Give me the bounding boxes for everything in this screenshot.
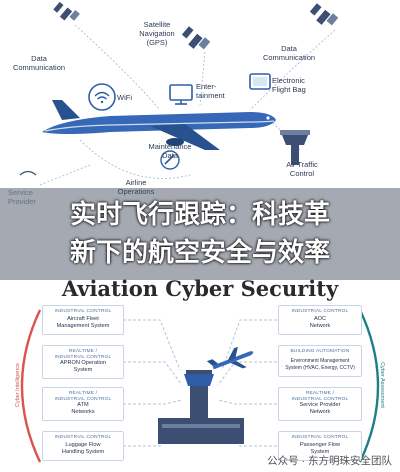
watermark: 公众号 · 东方明珠安全团队 [267, 455, 392, 467]
box-name: AOC Network [309, 316, 331, 329]
atm-networks-box: REALTIME / INDUSTRIAL CONTROL ATM Networ… [42, 387, 124, 421]
box-category-tag: INDUSTRIAL CONTROL [54, 435, 112, 440]
title-banner [0, 188, 400, 280]
satellite-navigation-label: Satellite Navigation (GPS) [139, 20, 175, 47]
connectivity-illustration [19, 1, 339, 186]
box-category-tag: REALTIME / INDUSTRIAL CONTROL [291, 391, 349, 402]
section-title: Aviation Cyber Security [61, 276, 339, 301]
service-provider-label: Service Provider [8, 188, 36, 206]
box-name: Aircraft Fleet Management System [56, 316, 110, 329]
banner-title: 实时飞行跟踪：科技革 新下的航空安全与效率 [0, 196, 400, 272]
box-category-tag: BUILDING AUTOMATION [290, 349, 350, 354]
service-provider-network-box: REALTIME / INDUSTRIAL CONTROL Service Pr… [278, 387, 362, 421]
apron-operation-system-box: REALTIME / INDUSTRIAL CONTROL APRON Oper… [42, 345, 124, 379]
entertainment-label: Enter- tainment [196, 82, 225, 100]
data-communication-left-label: Data Communication [12, 54, 66, 72]
box-name: Luggage Flow Handling System [61, 442, 105, 455]
banner-title-line-2: 新下的航空安全与效率 [69, 238, 330, 268]
box-name: APRON Operation System [59, 360, 106, 373]
maintenance-data-label: Maintenance Data [148, 142, 192, 160]
box-category-tag: INDUSTRIAL CONTROL [291, 309, 349, 314]
box-name: Service Provider Network [299, 402, 341, 415]
data-communication-right-label: Data Communication [262, 44, 316, 62]
airline-operations-label: Airline Operations [117, 178, 155, 196]
cyber-intelligence-label: Cyber Intelligence [15, 362, 21, 408]
box-name: Environment Management System (HVAC, Ene… [285, 358, 355, 371]
aircraft-fleet-management-box: INDUSTRIAL CONTROL Aircraft Fleet Manage… [42, 305, 124, 335]
box-name: ATM Networks [71, 402, 95, 415]
network-diagram [20, 309, 380, 463]
box-category-tag: INDUSTRIAL CONTROL [291, 435, 349, 440]
airport-illustration [158, 346, 254, 444]
aoc-network-box: INDUSTRIAL CONTROL AOC Network [278, 305, 362, 335]
airplane-icon [42, 100, 276, 150]
satellite-icon-left [53, 1, 80, 21]
box-name: Passenger Flow System [299, 442, 341, 455]
environment-management-box: BUILDING AUTOMATION Environment Manageme… [278, 345, 362, 377]
monitor-icon [169, 84, 193, 101]
box-category-tag: REALTIME / INDUSTRIAL CONTROL [54, 391, 112, 402]
signal-icon [19, 170, 37, 176]
satellite-icon-center [181, 26, 211, 50]
control-tower-icon [280, 130, 310, 165]
satellite-icon-right [309, 3, 339, 26]
cyber-assessment-label: Cyber Assessment [379, 362, 385, 408]
passenger-flow-system-box: INDUSTRIAL CONTROL Passenger Flow System [278, 431, 362, 461]
electronic-flight-bag-label: Electronic Flight Bag [272, 76, 306, 94]
banner-title-line-1: 实时飞行跟踪：科技革 [69, 200, 330, 230]
luggage-flow-handling-box: INDUSTRIAL CONTROL Luggage Flow Handling… [42, 431, 124, 461]
wifi-label: WiFi [117, 93, 132, 102]
air-traffic-control-label: Air Traffic Control [286, 160, 318, 178]
box-category-tag: INDUSTRIAL CONTROL [54, 309, 112, 314]
box-category-tag: REALTIME / INDUSTRIAL CONTROL [54, 349, 112, 360]
